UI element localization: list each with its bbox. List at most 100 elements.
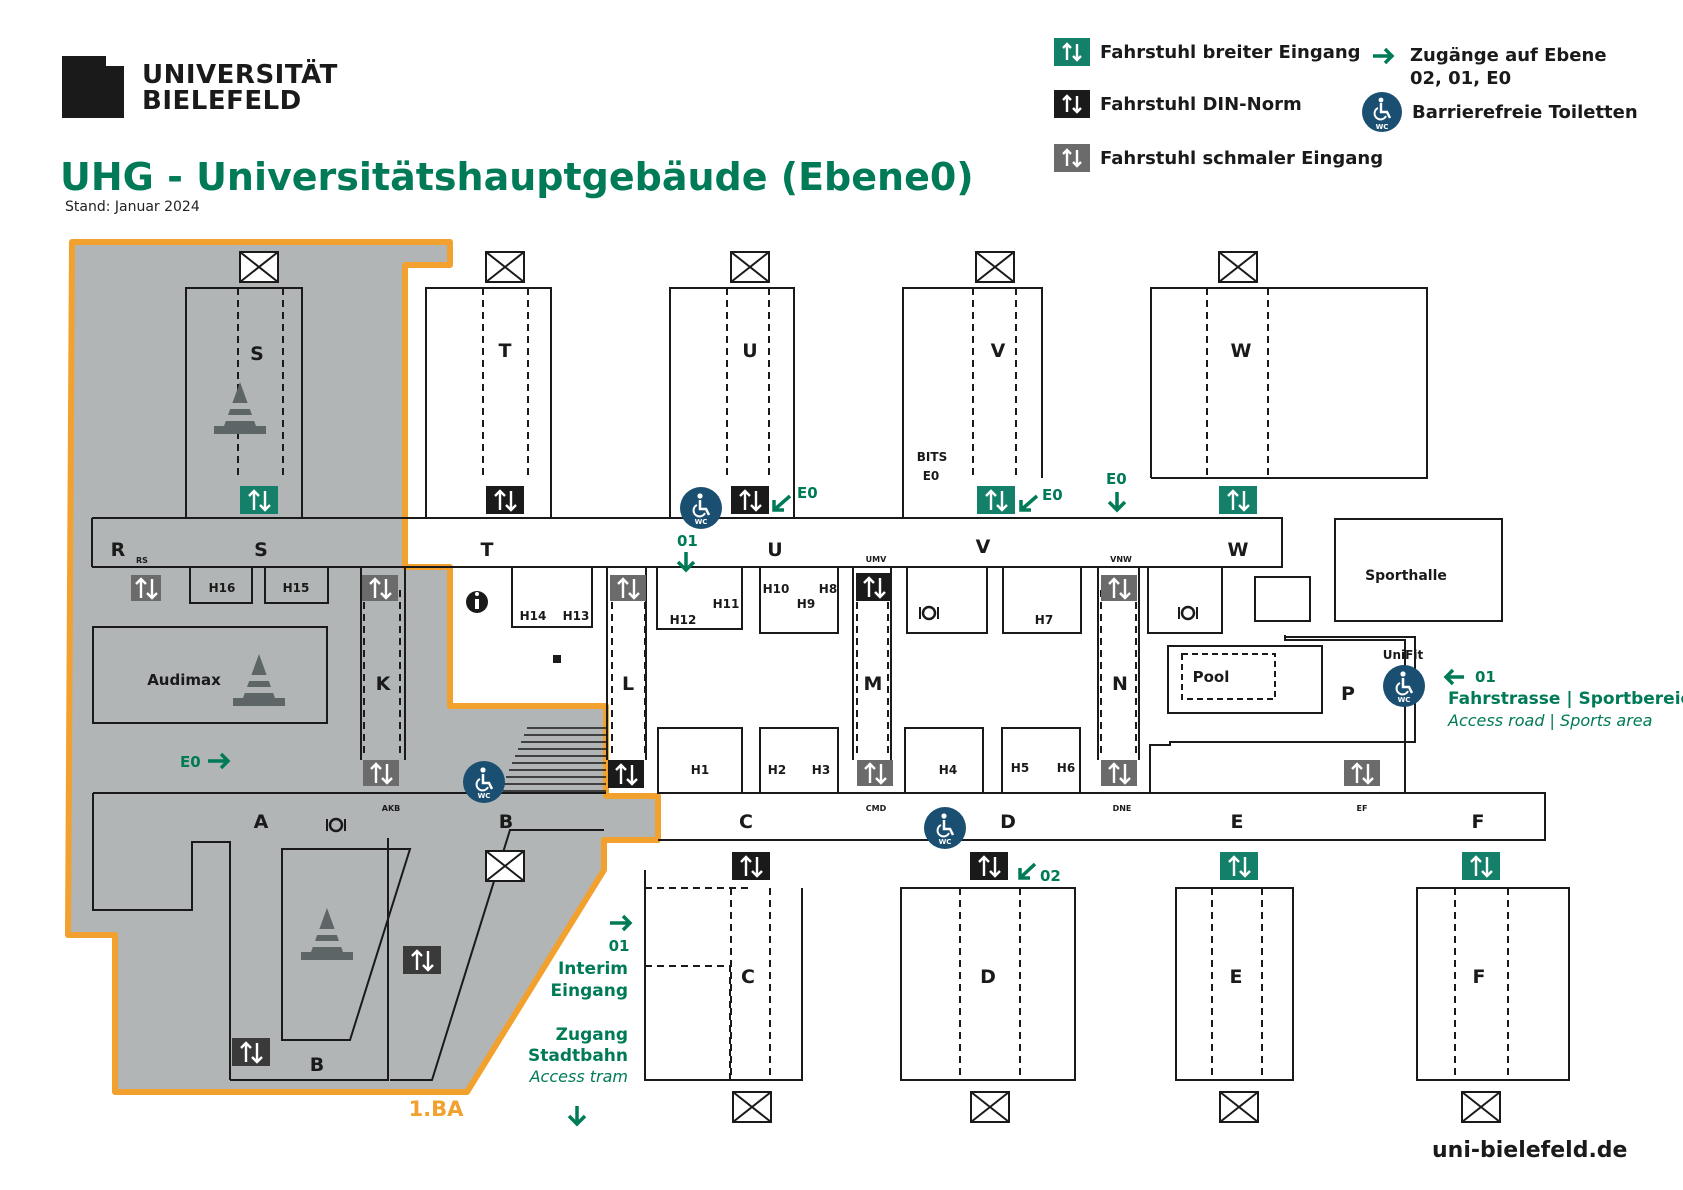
access-v-e0: E0 (1042, 486, 1063, 504)
room-h9: H9 (797, 597, 815, 611)
website-url[interactable]: uni-bielefeld.de (1432, 1138, 1628, 1163)
elevator-din-icon (731, 486, 769, 514)
tram-label-en: Access tram (529, 1067, 628, 1086)
corridor-label-w: W (1228, 539, 1249, 561)
room-h12: H12 (670, 613, 697, 627)
access-arrow-icon (610, 914, 633, 932)
elevator-narrow-icon (363, 760, 399, 786)
wheelchair-wc-icon (461, 759, 507, 805)
building-label-b: B (310, 1054, 324, 1076)
room-sporthalle: Sporthalle (1365, 568, 1447, 584)
room-h4: H4 (939, 763, 957, 777)
access-a-e0: E0 (180, 753, 201, 771)
room-pool: Pool (1193, 668, 1230, 686)
access-arrow-icon (208, 752, 231, 770)
building-label-c: C (741, 966, 755, 988)
building-label-m: M (864, 673, 883, 695)
elevator-wide-icon (977, 486, 1015, 514)
elevator-narrow-icon (131, 575, 161, 601)
code-ef: EF (1357, 804, 1368, 813)
elevator-wide-icon (1219, 486, 1257, 514)
corridor-label-c: C (739, 811, 753, 833)
stand-date: Stand: Januar 2024 (65, 199, 200, 215)
room-bits-level: E0 (923, 469, 940, 483)
elevator-wide-icon (240, 486, 278, 514)
access-arrow-icon (1107, 492, 1127, 513)
elevator-din-icon (608, 760, 644, 788)
exit-bottom-e (1219, 1091, 1259, 1123)
exit-top-v (975, 251, 1015, 283)
interim-label-2: Eingang (551, 981, 628, 1001)
legend-access-line2: 02, 01, E0 (1410, 68, 1512, 89)
room-h3: H3 (812, 763, 830, 777)
elevator-narrow-icon (362, 575, 398, 601)
elevator-wide-icon (1054, 38, 1090, 66)
access-road-label-en: Access road | Sports area (1447, 711, 1652, 730)
room-h1: H1 (691, 763, 709, 777)
elevator-narrow-icon (857, 760, 893, 786)
access-interim-01: 01 (609, 937, 630, 955)
interim-label-1: Interim (558, 959, 628, 979)
building-label-u: U (742, 340, 757, 362)
legend-elevator-narrow: Fahrstuhl schmaler Eingang (1054, 144, 1383, 172)
exit-top-t (485, 251, 525, 283)
university-name: UNIVERSITÄT BIELEFELD (142, 62, 338, 114)
room-h10: H10 (763, 582, 790, 596)
exit-bottom-c (732, 1091, 772, 1123)
legend-elevator-wide-label: Fahrstuhl breiter Eingang (1100, 41, 1361, 63)
elevator-wide-icon (1462, 852, 1500, 880)
exit-bottom-d (970, 1091, 1010, 1123)
building-label-s: S (250, 343, 264, 365)
access-road-label: Fahrstrasse | Sportbereich (1448, 689, 1683, 709)
building-label-f: F (1473, 966, 1486, 988)
legend-access-line1: Zugänge auf Ebene (1410, 45, 1607, 66)
legend-elevator-din: Fahrstuhl DIN-Norm (1054, 90, 1302, 118)
legend-elevator-din-label: Fahrstuhl DIN-Norm (1100, 93, 1302, 115)
corridor-label-b: B (499, 811, 513, 833)
access-arrow-icon (772, 494, 792, 512)
room-h11: H11 (713, 597, 740, 611)
restaurant-icon (1178, 605, 1198, 621)
code-akb: AKB (382, 804, 401, 813)
room-h2: H2 (768, 763, 786, 777)
wheelchair-wc-icon (922, 805, 968, 851)
elevator-din-icon (232, 1038, 270, 1066)
elevator-din-icon (732, 852, 770, 880)
legend-elevator-narrow-label: Fahrstuhl schmaler Eingang (1100, 147, 1384, 169)
legend-wc-label: Barrierefreie Toiletten (1412, 101, 1638, 123)
legend-wc: WC Barrierefreie Toiletten (1362, 92, 1638, 132)
elevator-din-icon (856, 573, 892, 601)
access-arrow-icon (1019, 494, 1039, 512)
code-dne: DNE (1113, 804, 1132, 813)
room-h6: H6 (1057, 761, 1075, 775)
access-t-01: 01 (677, 532, 698, 550)
logo-line1: UNIVERSITÄT (142, 60, 338, 90)
building-label-d: D (980, 966, 996, 988)
room-h5: H5 (1011, 761, 1029, 775)
corridor-label-v: V (976, 536, 991, 558)
page-title: UHG - Universitätshauptgebäude (Ebene0) (60, 155, 974, 199)
wheelchair-wc-icon (1381, 663, 1427, 709)
room-code-rs: RS (136, 556, 148, 565)
access-vnw-e0: E0 (1106, 470, 1127, 488)
info-icon (466, 591, 488, 613)
exit-top-w (1218, 251, 1258, 283)
building-label-t: T (499, 340, 512, 362)
university-logo-mark (62, 56, 124, 118)
elevator-narrow-icon (1054, 144, 1090, 172)
room-h7: H7 (1035, 613, 1053, 627)
room-audimax: Audimax (147, 671, 221, 689)
legend-elevator-wide: Fahrstuhl breiter Eingang (1054, 38, 1361, 66)
elevator-din-icon (970, 852, 1008, 880)
elevator-wide-icon (1220, 852, 1258, 880)
elevator-narrow-icon (610, 575, 646, 601)
exit-b (485, 850, 525, 882)
room-h16: H16 (209, 581, 236, 595)
building-label-r: R (111, 539, 126, 561)
access-arrow-icon (1443, 668, 1464, 686)
building-label-v: V (991, 340, 1006, 362)
corridor-label-f: F (1472, 811, 1485, 833)
room-h13: H13 (563, 609, 590, 623)
legend-access: Zugänge auf Ebene 02, 01, E0 (1370, 44, 1607, 90)
